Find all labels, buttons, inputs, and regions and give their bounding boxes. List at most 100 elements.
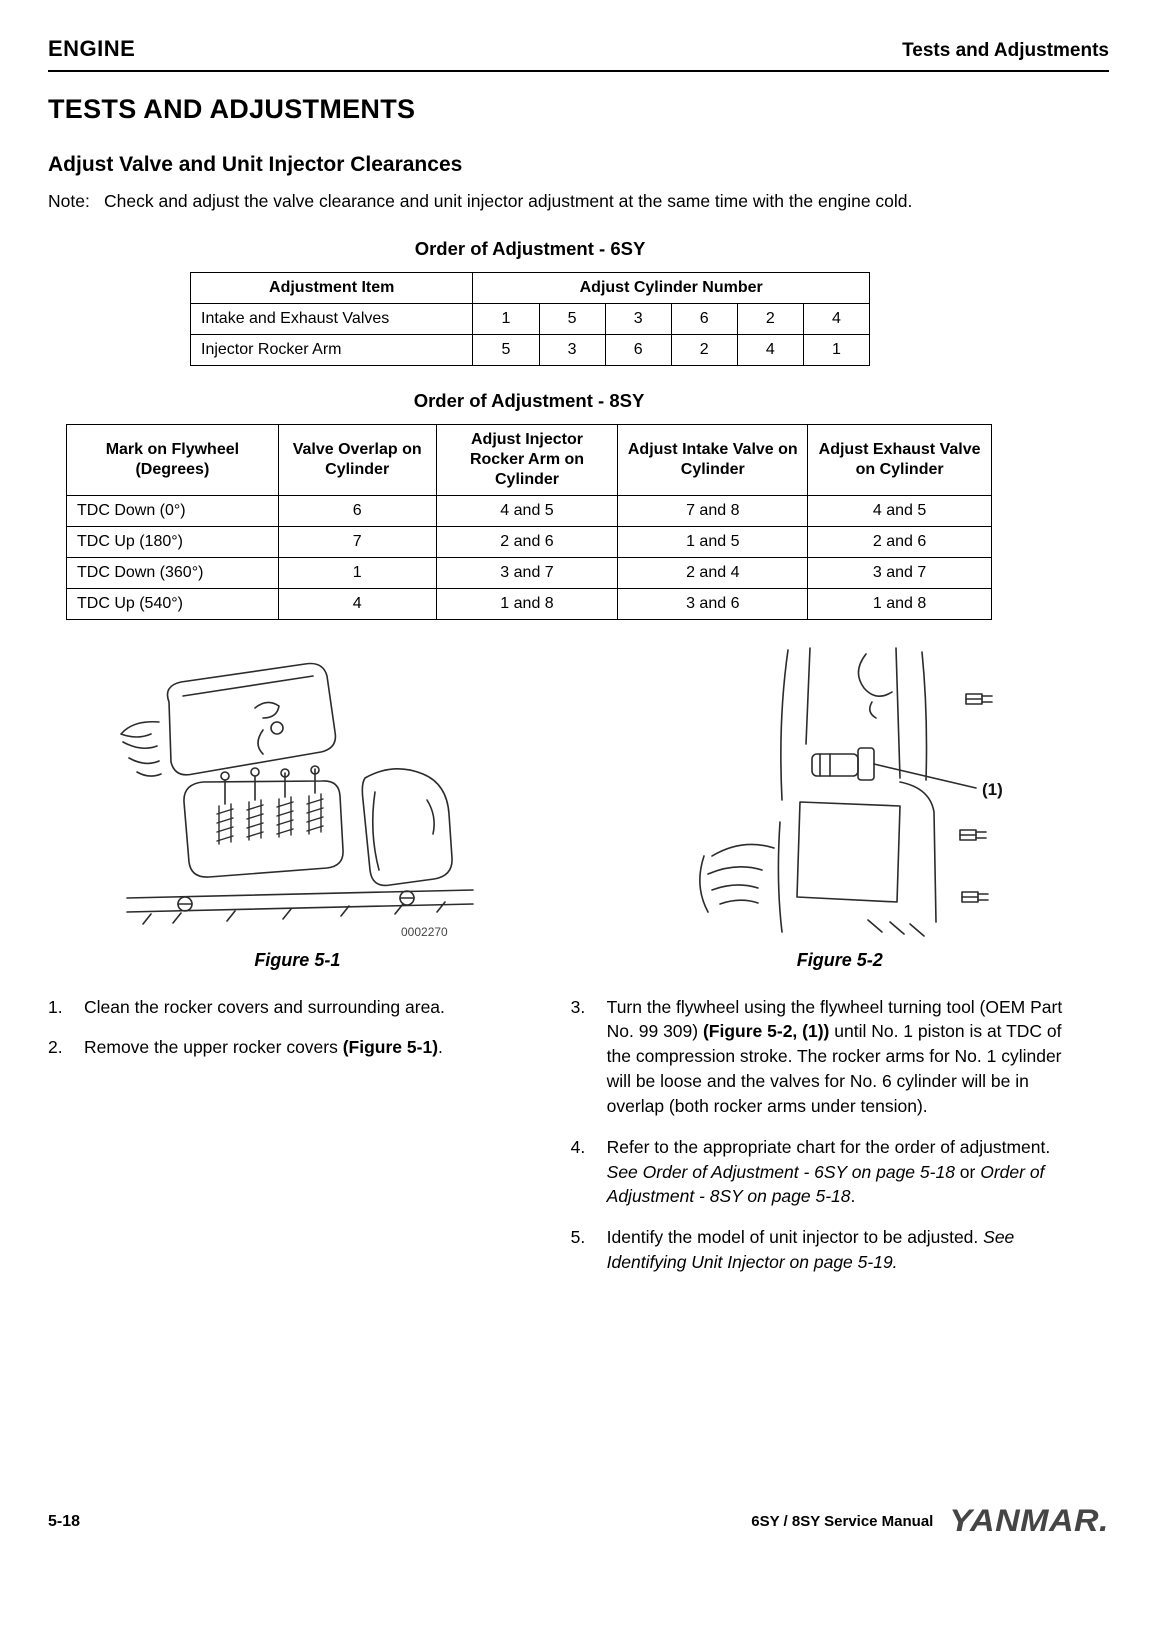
step-text-segment: Clean the rocker covers and surrounding … [84, 996, 445, 1017]
table-row: Injector Rocker Arm 5 3 6 2 4 1 [189, 333, 871, 366]
column-header: Mark on Flywheel (Degrees) [66, 423, 279, 496]
column-header: Adjust Exhaust Valve on Cylinder [807, 423, 992, 496]
row-label: TDC Down (360°) [66, 556, 279, 589]
note-label: Note: [48, 191, 90, 211]
table-cell: 2 [736, 302, 804, 335]
table-cell: 1 [472, 302, 540, 335]
right-column: (1) Figure 5-2 3. Turn the flywheel usin… [547, 636, 1109, 1291]
note: Note: Check and adjust the valve clearan… [48, 189, 1109, 214]
step-text-segment: Refer to the appropriate chart for the o… [606, 1136, 1051, 1157]
table-cell: 2 and 6 [435, 525, 619, 558]
manual-title: 6SY / 8SY Service Manual [751, 1513, 934, 1530]
table-row: TDC Down (360°) 1 3 and 7 2 and 4 3 and … [66, 556, 992, 589]
step-4: 4. Refer to the appropriate chart for th… [571, 1135, 1109, 1210]
column-header: Valve Overlap on Cylinder [277, 423, 437, 496]
section-title: Adjust Valve and Unit Injector Clearance… [48, 153, 463, 176]
figure-code: 0002270 [401, 925, 448, 939]
row-label: TDC Down (0°) [66, 494, 279, 527]
table-cell: 3 and 7 [435, 556, 619, 589]
table-cell: 4 [277, 587, 437, 620]
step-number: 3. [570, 996, 586, 1017]
figure-5-1: 0002270 [48, 636, 547, 942]
table-cell: 2 [670, 333, 738, 366]
table-cell: 1 and 8 [435, 587, 619, 620]
steps-left: 1. Clean the rocker covers and surroundi… [48, 995, 547, 1077]
table-cell: 5 [538, 302, 606, 335]
page-footer: 5-18 6SY / 8SY Service Manual YANMAR. [48, 1502, 1109, 1541]
step-1: 1. Clean the rocker covers and surroundi… [48, 995, 547, 1020]
order-6sy-table: Adjustment Item Adjust Cylinder Number I… [189, 271, 871, 366]
table-cell: 6 [670, 302, 738, 335]
column-header-cylinders: Adjust Cylinder Number [472, 271, 870, 304]
step-text: Clean the rocker covers and surrounding … [84, 995, 547, 1020]
row-label: TDC Up (180°) [66, 525, 279, 558]
row-label: Injector Rocker Arm [189, 333, 474, 366]
step-text-segment: Remove the upper rocker covers [84, 1037, 343, 1058]
flywheel-turning-tool-illustration: (1) [698, 646, 1003, 937]
page-title: TESTS AND ADJUSTMENTS [48, 94, 416, 124]
step-text-italic: See Identifying Unit Injector on page 5-… [606, 1227, 1015, 1273]
figure-5-2-caption: Figure 5-2 [796, 949, 883, 970]
order-6sy-title: Order of Adjustment - 6SY [414, 237, 646, 259]
step-text: Remove the upper rocker covers (Figure 5… [84, 1035, 547, 1060]
table-cell: 3 [538, 333, 606, 366]
column-header-item: Adjustment Item [189, 271, 474, 304]
step-text-bold: (Figure 5-1) [342, 1037, 439, 1058]
table-cell: 3 and 6 [617, 587, 809, 620]
table-cell: 1 and 5 [617, 525, 809, 558]
step-text-segment: until No. 1 piston is at TDC of the comp… [606, 1021, 1062, 1116]
step-number: 5. [570, 1227, 586, 1248]
table-row: Intake and Exhaust Valves 1 5 3 6 2 4 [189, 302, 871, 335]
step-2: 2. Remove the upper rocker covers (Figur… [48, 1035, 547, 1060]
order-6sy-block: Order of Adjustment - 6SY Adjustment Ite… [189, 237, 871, 366]
note-text: Check and adjust the valve clearance and… [104, 191, 913, 211]
table-cell: 7 and 8 [617, 494, 809, 527]
step-text-segment: or [954, 1161, 981, 1182]
row-label: TDC Up (540°) [66, 587, 279, 620]
table-cell: 4 and 5 [435, 494, 619, 527]
table-cell: 3 and 7 [807, 556, 992, 589]
step-text: Turn the flywheel using the flywheel tur… [607, 995, 1077, 1119]
yanmar-logo: YANMAR. [949, 1503, 1109, 1539]
step-text-bold: (Figure 5-2, (1)) [702, 1021, 830, 1042]
step-number: 2. [48, 1037, 63, 1058]
table-row: TDC Down (0°) 6 4 and 5 7 and 8 4 and 5 [66, 494, 992, 527]
table-header-row: Mark on Flywheel (Degrees) Valve Overlap… [66, 423, 992, 496]
table-cell: 6 [277, 494, 437, 527]
figure-2-callout: (1) [982, 780, 1003, 799]
step-3: 3. Turn the flywheel using the flywheel … [571, 995, 1109, 1119]
table-cell: 1 and 8 [807, 587, 992, 620]
table-header-row: Adjustment Item Adjust Cylinder Number [189, 271, 870, 304]
step-text-italic: See Order of Adjustment - 6SY on page 5-… [606, 1161, 955, 1182]
step-text-segment: . [850, 1186, 856, 1207]
steps-right: 3. Turn the flywheel using the flywheel … [571, 995, 1109, 1291]
header-section-title: Tests and Adjustments [902, 40, 1109, 61]
column-header: Adjust Intake Valve on Cylinder [617, 423, 809, 496]
footer-right: 6SY / 8SY Service Manual YANMAR. [751, 1502, 1109, 1541]
figures-and-steps: 0002270 Figure 5-1 1. Clean the rocker c… [48, 636, 1109, 1291]
rocker-cover-illustration: 0002270 [120, 662, 475, 939]
table-cell: 4 [736, 333, 804, 366]
step-text-italic: Order of Adjustment - 8SY on page 5-18 [606, 1161, 1045, 1207]
table-row: TDC Up (180°) 7 2 and 6 1 and 5 2 and 6 [66, 525, 992, 558]
step-text-segment: Identify the model of unit injector to b… [606, 1227, 984, 1248]
figure-5-2: (1) [571, 636, 1109, 942]
table-cell: 7 [277, 525, 437, 558]
step-text-segment: . [438, 1037, 443, 1058]
column-header: Adjust Injector Rocker Arm on Cylinder [435, 423, 619, 496]
step-5: 5. Identify the model of unit injector t… [571, 1225, 1109, 1275]
order-8sy-table: Mark on Flywheel (Degrees) Valve Overlap… [66, 423, 992, 620]
step-number: 4. [570, 1136, 586, 1157]
table-cell: 1 [277, 556, 437, 589]
table-cell: 2 and 6 [807, 525, 992, 558]
page-header: ENGINE Tests and Adjustments [48, 36, 1109, 72]
step-number: 1. [48, 996, 63, 1017]
table-cell: 2 and 4 [617, 556, 809, 589]
figure-5-1-caption: Figure 5-1 [254, 949, 341, 970]
table-cell: 6 [604, 333, 672, 366]
step-text: Refer to the appropriate chart for the o… [607, 1135, 1077, 1210]
step-text-segment: Turn the flywheel using the flywheel tur… [606, 996, 1063, 1042]
table-cell: 4 and 5 [807, 494, 992, 527]
header-chapter-title: ENGINE [48, 36, 136, 61]
